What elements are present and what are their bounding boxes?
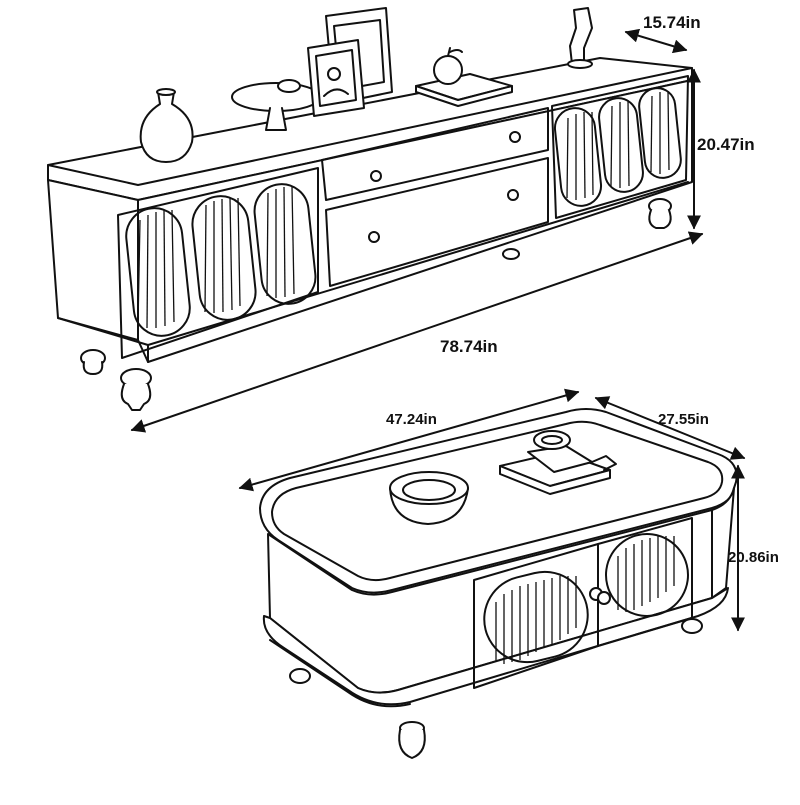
table-leg xyxy=(398,721,426,759)
coffee-table-depth-label: 27.55in xyxy=(658,411,709,428)
upper-drawer xyxy=(321,107,549,201)
table-cane-door-right xyxy=(605,533,689,617)
coffee-table-height-label: 20.86in xyxy=(728,549,779,566)
bottle-decor xyxy=(567,7,593,69)
tray-decor xyxy=(415,47,513,107)
table-leg xyxy=(289,668,311,684)
tv-stand-width-label: 78.74in xyxy=(440,337,498,356)
drawer-knob xyxy=(370,170,382,182)
drawer-knob xyxy=(507,189,519,201)
tv-stand-depth-label: 15.74in xyxy=(643,13,701,32)
right-glass-door-1 xyxy=(553,107,603,207)
right-glass-door-3 xyxy=(638,87,682,179)
coffee-table: 47.24in 27.55in 20.86in xyxy=(238,388,779,759)
tv-stand: 15.74in 20.47in 78.74in xyxy=(47,7,755,433)
table-cane-door-left xyxy=(483,570,589,664)
table-leg xyxy=(681,618,703,634)
drawer-knob xyxy=(509,131,521,143)
door-knob xyxy=(597,591,611,605)
tv-stand-leg xyxy=(648,198,672,229)
tv-stand-leg xyxy=(80,349,106,375)
tv-stand-height-label: 20.47in xyxy=(697,135,755,154)
picture-frame-decor xyxy=(307,7,393,117)
tv-stand-leg xyxy=(120,368,152,411)
right-glass-door-2 xyxy=(598,97,644,193)
coffee-table-width-label: 47.24in xyxy=(386,411,437,428)
vase-decor xyxy=(139,88,194,163)
